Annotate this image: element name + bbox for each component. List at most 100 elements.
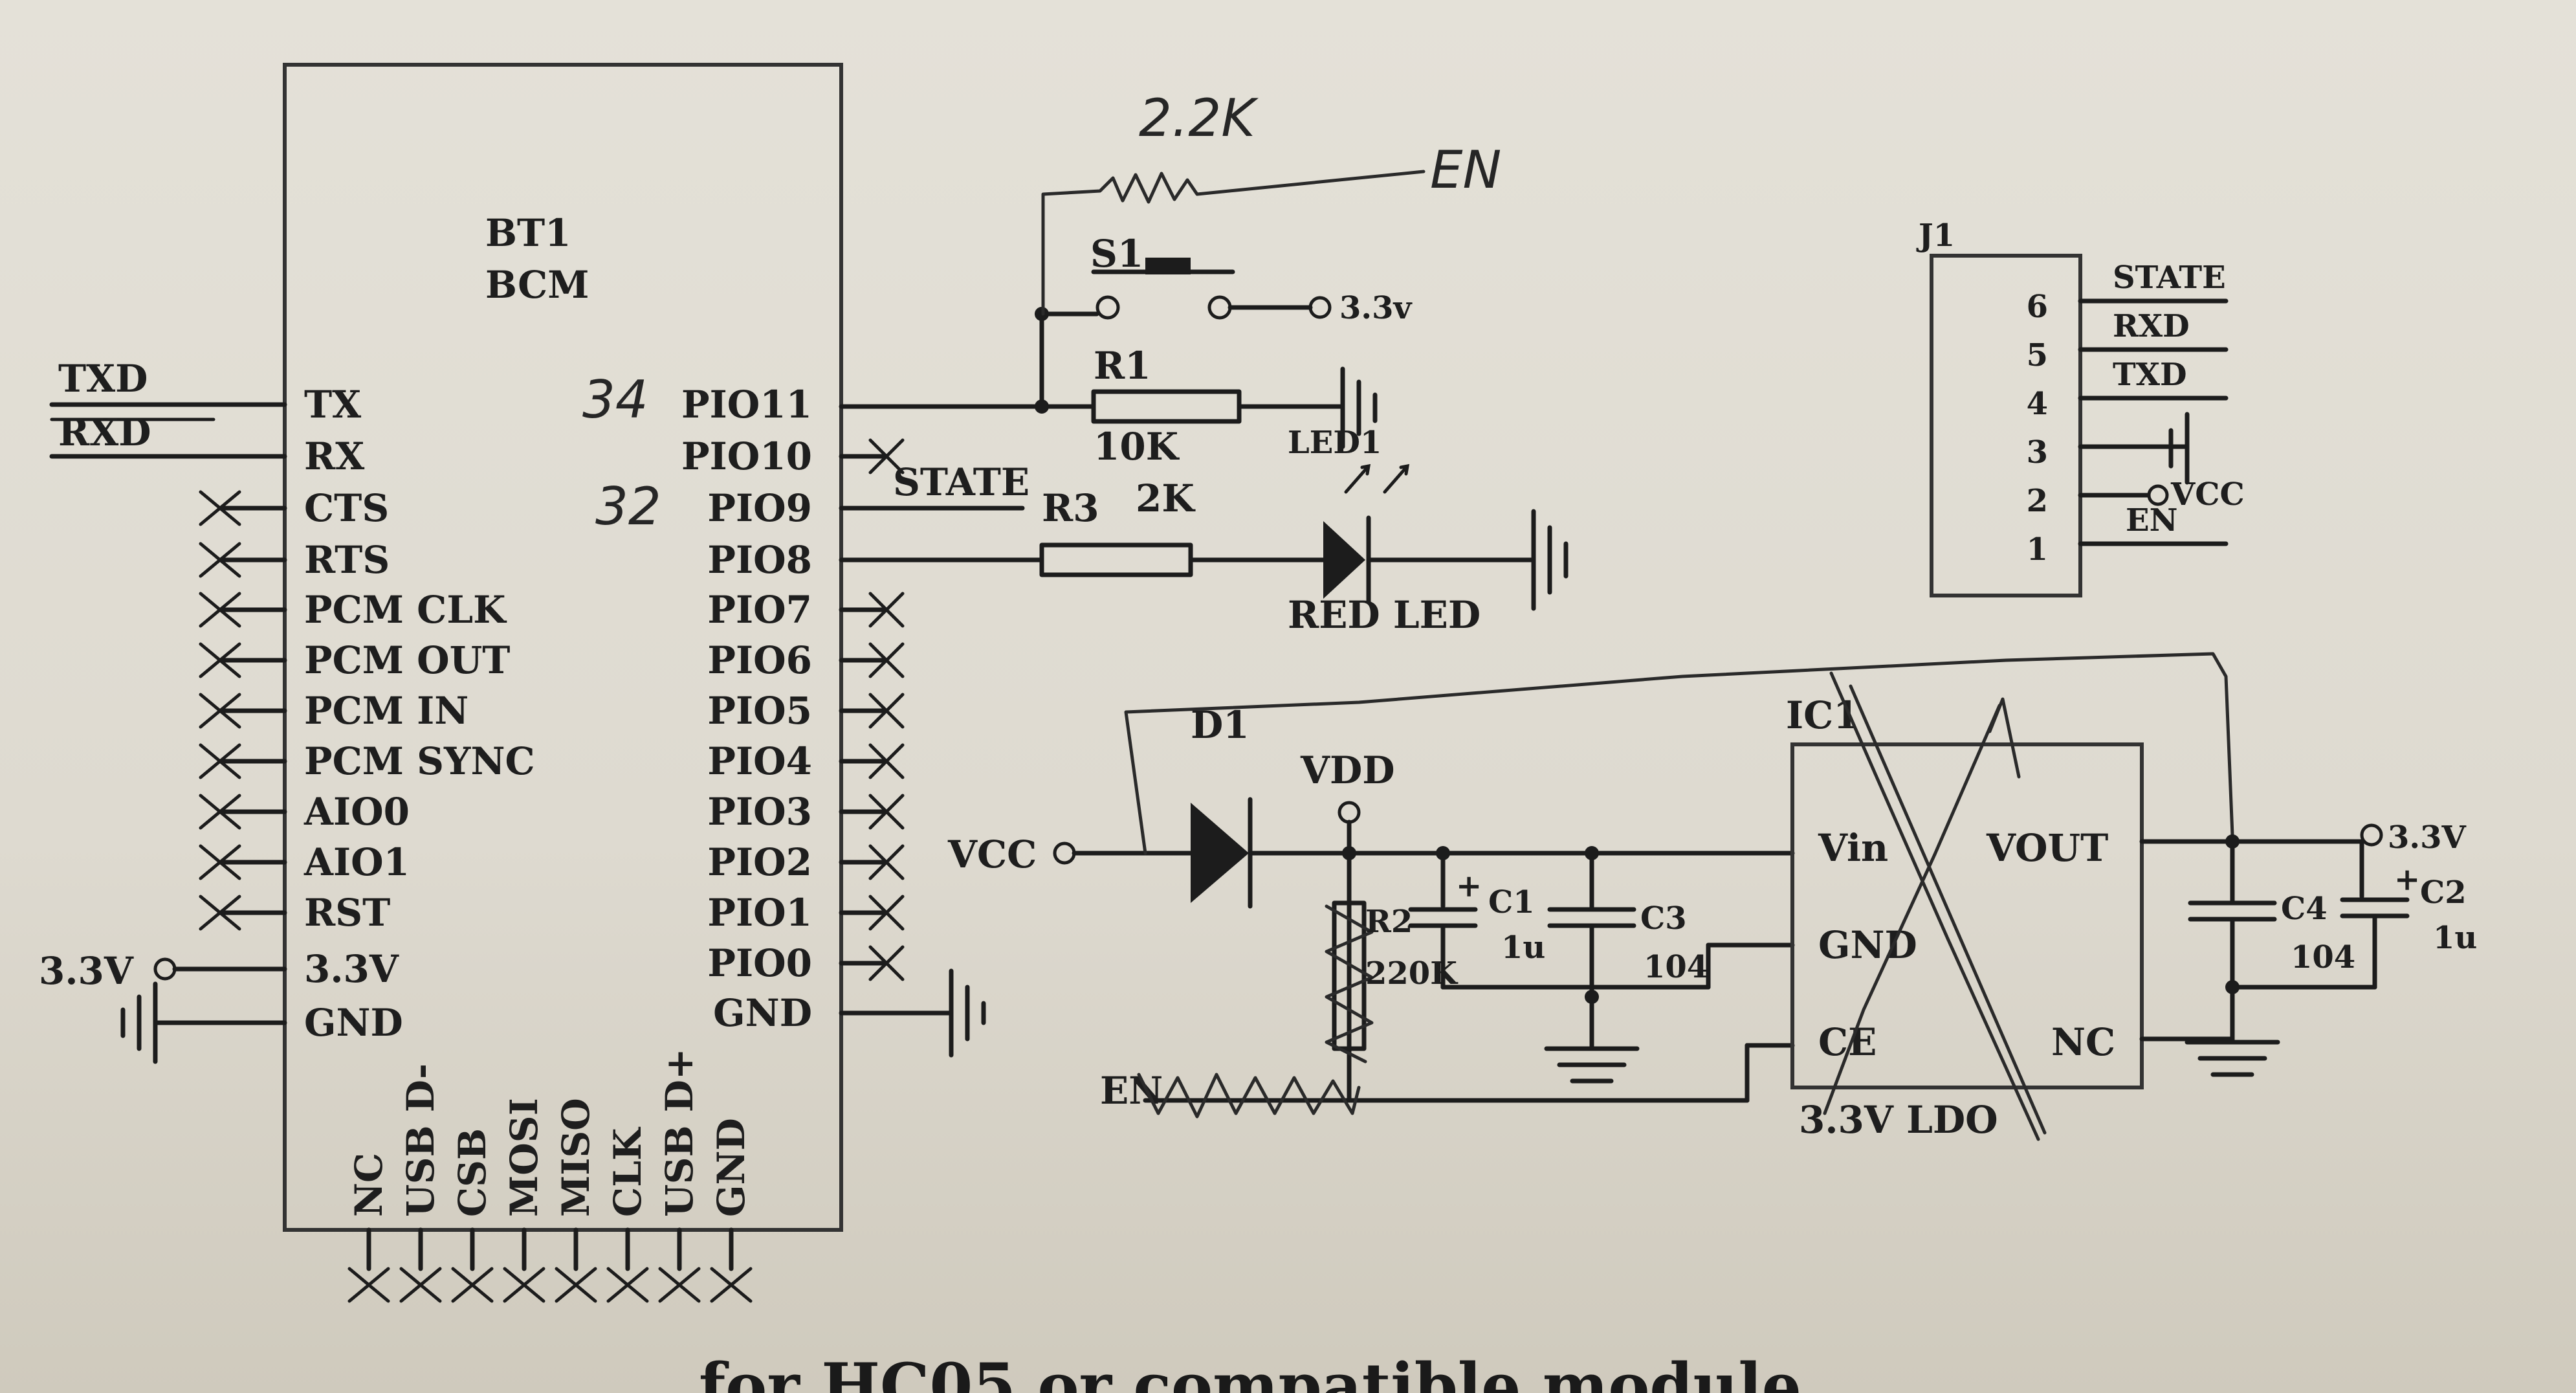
c2-plus: +: [2394, 862, 2420, 898]
v33-out-terminal: [2360, 823, 2383, 847]
j1-connector: J1 6 5 4 3 2 1 STATE RXD TXD VCC EN: [1916, 217, 2245, 597]
red-led-symbol: [1323, 521, 1365, 599]
pin-pio10: PIO10: [681, 434, 812, 478]
power-section: VCC D1 VDD R2 220K + C1 1u C3: [947, 652, 2477, 1142]
r1-body: [1091, 389, 1242, 424]
c2-label: C2: [2420, 875, 2467, 911]
pin-rst: RST: [304, 891, 390, 935]
v33-switch-terminal: [1308, 296, 1332, 319]
en-bottom-label: EN: [1100, 1069, 1163, 1113]
s1-label: S1: [1090, 232, 1143, 276]
v33-left-terminal: [153, 957, 177, 981]
j1-pin5-num: 5: [2027, 337, 2048, 373]
pin-pio2: PIO2: [707, 840, 812, 884]
pin-pio5: PIO5: [707, 689, 812, 733]
gnd-r1-symbol: [1340, 366, 1378, 449]
ic1-vout: VOUT: [1986, 826, 2108, 870]
r3-body: [1039, 542, 1193, 577]
gnd-left-symbol: [120, 981, 158, 1064]
r3-label: R3: [1042, 486, 1099, 530]
bt1-left-pins: TXD RXD 3.3V: [39, 357, 287, 1064]
c3-value: 104: [1644, 949, 1708, 985]
j1-txd: TXD: [2113, 357, 2187, 393]
c1-value: 1u: [1501, 930, 1545, 966]
c1-plus: +: [1456, 868, 1482, 904]
pin-pio4: PIO4: [707, 739, 812, 783]
j1-vcc: VCC: [2170, 476, 2245, 513]
pin-pio8: PIO8: [707, 538, 812, 582]
j1-pin1-num: 1: [2027, 531, 2048, 568]
gnd-led-symbol: [1531, 509, 1569, 611]
pin-clk: CLK: [606, 1126, 650, 1217]
pin-gnd-bottom: GND: [709, 1118, 753, 1217]
pin-pio11: PIO11: [681, 383, 812, 427]
led1-label: LED1: [1288, 425, 1382, 461]
pin-gnd-left: GND: [304, 1001, 403, 1045]
red-led-label: RED LED: [1288, 593, 1481, 637]
j1-rxd: RXD: [2113, 308, 2190, 344]
gnd-right-symbol: [949, 968, 986, 1058]
pin-aio0: AIO0: [303, 790, 410, 834]
handwritten-en: EN: [1430, 140, 1501, 200]
pin-pcm-clk: PCM CLK: [304, 588, 507, 632]
c2-value: 1u: [2433, 920, 2477, 956]
bt1-type: BCM: [485, 263, 589, 307]
caption: for HC05 or compatible module: [699, 1350, 1801, 1393]
pin-pcm-out: PCM OUT: [304, 638, 510, 682]
pin-tx: TX: [304, 383, 361, 427]
pin-miso: MISO: [554, 1098, 598, 1217]
gnd-c3-symbol: [1544, 1046, 1640, 1084]
ic1-gnd: GND: [1818, 923, 1917, 967]
ic1-type: 3.3V LDO: [1799, 1098, 1998, 1142]
v33-left-label: 3.3V: [39, 949, 134, 993]
vdd-terminal: [1338, 801, 1361, 824]
ic1-nc: NC: [2051, 1020, 2115, 1064]
pin-gnd-right: GND: [713, 991, 812, 1035]
j1-en: EN: [2126, 502, 2177, 539]
pin-pio6: PIO6: [707, 638, 812, 682]
pin-csb: CSB: [450, 1128, 494, 1217]
handwritten-pin-34: 34: [582, 370, 648, 430]
pin-pcm-in: PCM IN: [304, 689, 468, 733]
j1-pin3-num: 3: [2027, 434, 2048, 471]
c4-label: C4: [2281, 891, 2328, 927]
j1-gnd-symbol: [2168, 412, 2190, 485]
state-net-label: STATE: [893, 460, 1029, 504]
s1-contact-a: [1095, 295, 1120, 320]
v33-out-label: 3.3V: [2388, 819, 2467, 856]
pin-3v3: 3.3V: [304, 947, 399, 991]
r3-value: 2K: [1136, 476, 1196, 520]
pin-usb-dp: USB D+: [657, 1048, 701, 1217]
d1-symbol: [1191, 803, 1249, 903]
c3-label: C3: [1640, 900, 1687, 937]
handwritten-2-2k: 2.2K: [1139, 88, 1259, 148]
handwritten-pin-32: 32: [595, 476, 661, 537]
handwritten-resistor: 2.2K EN: [1041, 88, 1501, 316]
pin-pio3: PIO3: [707, 790, 812, 834]
pin-usb-dm: USB D-: [399, 1064, 443, 1217]
j1-state: STATE: [2113, 260, 2226, 296]
bt1-name: BT1: [485, 211, 571, 255]
pin-aio1: AIO1: [303, 840, 410, 884]
pin-rts: RTS: [304, 538, 390, 582]
pin-cts: CTS: [304, 486, 389, 530]
j1-pin4-num: 4: [2027, 386, 2048, 422]
bt1-right-pins: STATE: [839, 404, 1044, 1058]
pin-pio1: PIO1: [707, 891, 812, 935]
c4-value: 104: [2291, 939, 2355, 975]
pin-nc: NC: [347, 1153, 391, 1217]
pin-mosi: MOSI: [502, 1098, 546, 1217]
bt1-bottom-pins: NC USB D- CSB MOSI MISO CLK USB D+ GND: [347, 1048, 753, 1303]
s1-contact-b: [1207, 295, 1232, 320]
bt1-body: [283, 63, 843, 1232]
r2-body: [1332, 900, 1367, 1051]
r1-value: 10K: [1094, 425, 1180, 469]
vcc-label: VCC: [947, 832, 1037, 876]
pin-rx: RX: [304, 434, 364, 478]
j1-pin6-num: 6: [2027, 289, 2048, 325]
pin-pio9: PIO9: [707, 486, 812, 530]
ic1-label: IC1: [1786, 693, 1860, 737]
v33-switch-label: 3.3v: [1339, 290, 1413, 326]
